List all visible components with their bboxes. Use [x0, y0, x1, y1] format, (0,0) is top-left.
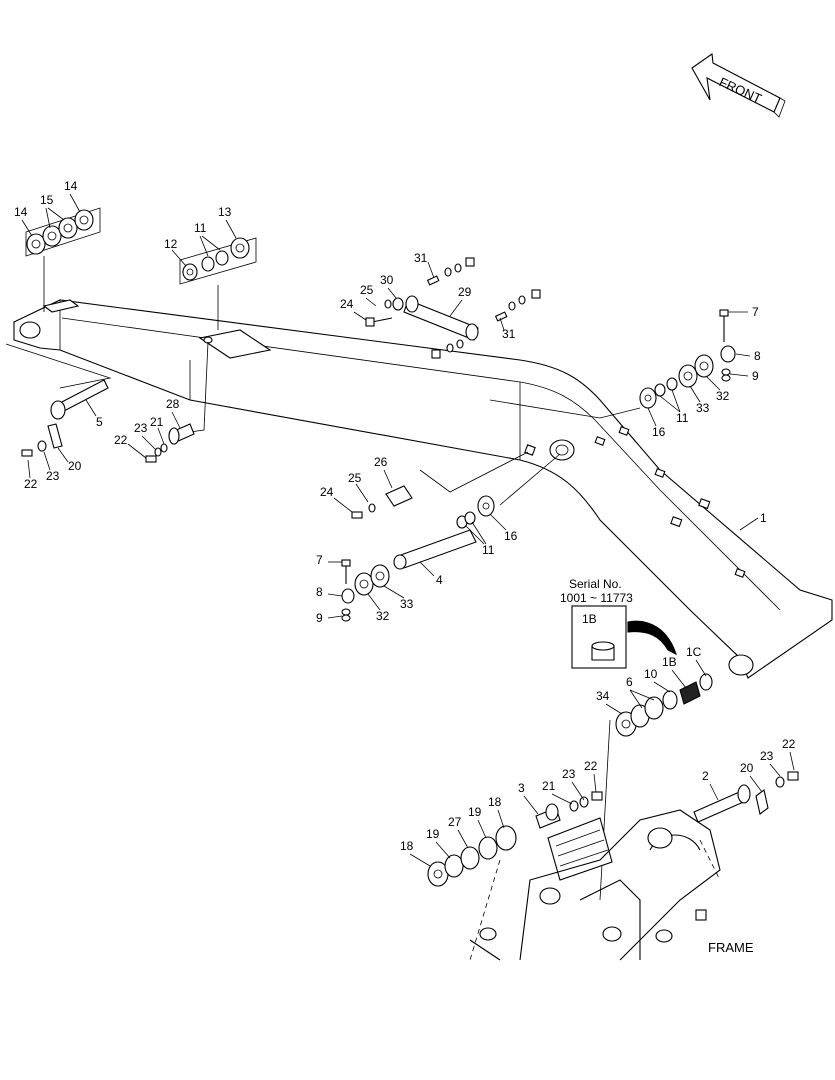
callout-15: 15 — [40, 193, 54, 207]
callout-1B: 1B — [662, 655, 677, 669]
boom-arm — [13, 299, 833, 679]
callout-12: 12 — [164, 237, 178, 251]
callout-18: 18 — [488, 795, 502, 809]
washer-group-14-15 — [25, 207, 101, 257]
callout-numbers: 14 15 14 12 11 13 31 25 30 29 24 31 7 8 … — [14, 179, 796, 853]
callout-8: 8 — [316, 585, 323, 599]
callout-20: 20 — [68, 459, 82, 473]
callout-1C: 1C — [686, 645, 702, 659]
pin-group-upper-right — [639, 309, 736, 409]
callout-11: 11 — [194, 221, 207, 235]
callout-1: 1 — [760, 511, 767, 525]
callout-22: 22 — [782, 737, 796, 751]
callout-3: 3 — [518, 781, 525, 795]
callout-25: 25 — [348, 471, 362, 485]
callout-26: 26 — [374, 455, 388, 469]
callout-33: 33 — [400, 597, 414, 611]
callout-19: 19 — [426, 827, 440, 841]
callout-32: 32 — [376, 609, 390, 623]
callout-23: 23 — [134, 421, 148, 435]
callout-31: 31 — [414, 251, 428, 265]
callout-19: 19 — [468, 805, 482, 819]
callout-23: 23 — [46, 469, 60, 483]
pin-3-group — [427, 791, 603, 887]
callout-21: 21 — [150, 415, 164, 429]
callout-23: 23 — [562, 767, 576, 781]
bracket-26 — [351, 485, 413, 519]
callout-11: 11 — [482, 543, 495, 557]
callout-14: 14 — [14, 205, 28, 219]
pin-4-group — [341, 495, 495, 622]
callout-33: 33 — [696, 401, 710, 415]
front-arrow: FRONT — [691, 53, 786, 118]
callout-24: 24 — [340, 297, 354, 311]
callout-22: 22 — [24, 477, 38, 491]
callout-21: 21 — [542, 779, 556, 793]
callout-5: 5 — [96, 415, 103, 429]
callout-14: 14 — [64, 179, 78, 193]
pin-2-group — [693, 771, 799, 823]
callout-22: 22 — [584, 759, 598, 773]
callout-leaders — [21, 193, 795, 867]
callout-11: 11 — [676, 411, 689, 425]
link-29 — [365, 257, 541, 359]
callout-18: 18 — [400, 839, 414, 853]
callout-7: 7 — [316, 553, 323, 567]
pin-5 — [21, 379, 109, 457]
callout-4: 4 — [436, 573, 443, 587]
serial-range: 1001 ~ 11773 — [560, 591, 633, 605]
washer-group-11-12-13 — [179, 237, 257, 285]
callout-2: 2 — [702, 769, 709, 783]
serial-title: Serial No. — [569, 577, 622, 591]
leader-lines — [5, 256, 721, 961]
callout-16: 16 — [652, 425, 666, 439]
callout-8: 8 — [754, 349, 761, 363]
callout-16: 16 — [504, 529, 518, 543]
callout-6: 6 — [626, 675, 633, 689]
callout-9: 9 — [752, 369, 759, 383]
callout-25: 25 — [360, 283, 374, 297]
callout-13: 13 — [218, 205, 232, 219]
frame-label: FRAME — [708, 940, 754, 955]
callout-34: 34 — [596, 689, 610, 703]
callout-9: 9 — [316, 611, 323, 625]
callout-27: 27 — [448, 815, 462, 829]
serial-part-label: 1B — [582, 612, 597, 626]
callout-28: 28 — [166, 397, 180, 411]
callout-20: 20 — [740, 761, 754, 775]
frame: FRAME — [469, 809, 754, 961]
callout-29: 29 — [458, 285, 472, 299]
callout-30: 30 — [380, 273, 394, 287]
callout-10: 10 — [644, 667, 658, 681]
serial-box: Serial No. 1001 ~ 11773 1B — [560, 577, 677, 669]
callout-23: 23 — [760, 749, 774, 763]
callout-24: 24 — [320, 485, 334, 499]
callout-32: 32 — [716, 389, 730, 403]
callout-7: 7 — [752, 305, 759, 319]
callout-31: 31 — [502, 327, 516, 341]
pin-28 — [145, 423, 195, 463]
callout-22: 22 — [114, 433, 128, 447]
bushing-group-lower — [615, 673, 713, 737]
